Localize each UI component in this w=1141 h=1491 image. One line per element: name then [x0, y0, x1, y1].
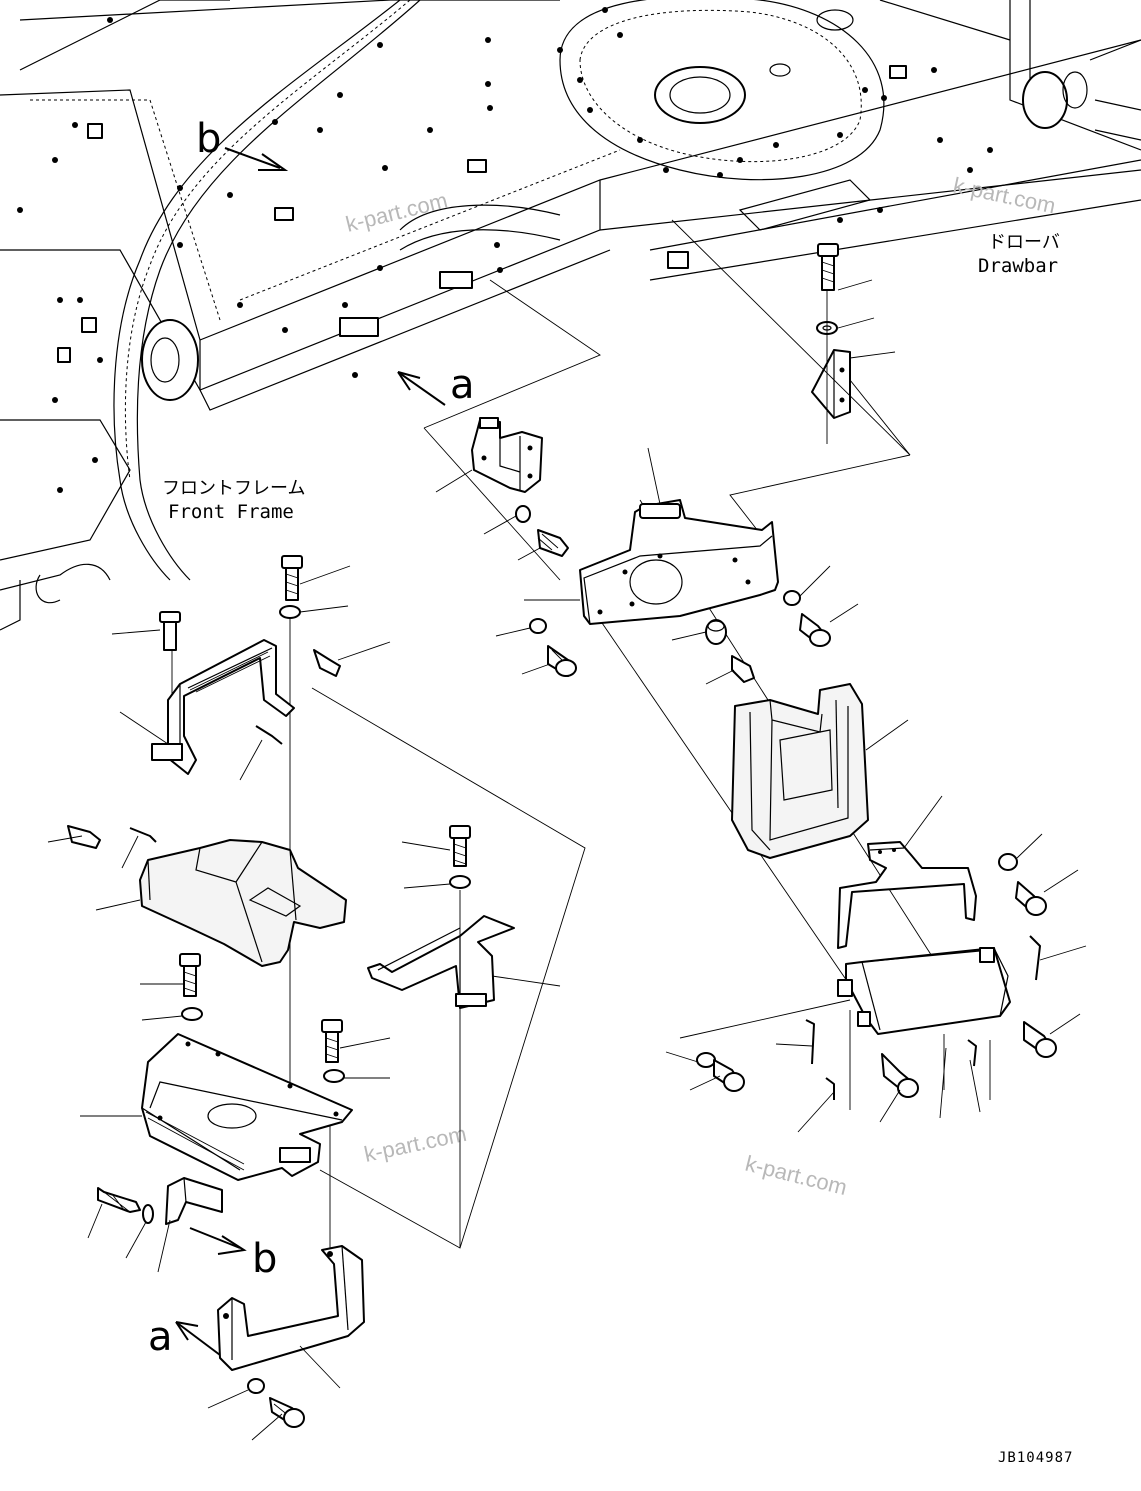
watermarks: k-part.com k-part.com k-part.com k-part.… — [343, 172, 1058, 1200]
counterweight-right — [731, 683, 909, 859]
tow-plate — [579, 447, 779, 625]
center-hanger-bracket — [367, 825, 561, 1009]
right-tray — [837, 947, 1011, 1090]
drawing-code: JB104987 — [998, 1450, 1073, 1466]
watermark-2: k-part.com — [951, 172, 1058, 218]
right-tray-fasteners — [665, 833, 1087, 1133]
callout-letter-b-top: b — [196, 116, 221, 162]
callout-b-bottom: b — [189, 1227, 277, 1282]
front-frame-label: フロントフレーム Front Frame — [162, 478, 305, 523]
watermark-1: k-part.com — [343, 187, 450, 236]
drawbar-bracket-plate — [811, 290, 896, 444]
tow-plate-fasteners — [495, 565, 859, 685]
callout-letter-a-top: a — [450, 362, 475, 408]
small-angle-bracket — [87, 1177, 223, 1273]
upper-mount-bracket — [435, 417, 543, 493]
lower-u-plate — [207, 1245, 365, 1441]
callout-letter-a-bottom: a — [148, 1314, 173, 1360]
upper-bolt-washer — [483, 505, 569, 561]
base-plate — [80, 1033, 353, 1181]
drawbar-jp-label: ドローバ — [988, 232, 1060, 253]
left-hanger-bracket — [119, 639, 295, 775]
frame-bolt-holes — [17, 7, 993, 493]
callout-a-top: a — [397, 362, 475, 408]
front-frame-structure — [0, 0, 1141, 631]
front-frame-jp-label: フロントフレーム — [162, 478, 305, 499]
base-plate-fasteners — [140, 953, 391, 1083]
drawbar-bolt-top — [816, 243, 875, 335]
drawbar-label: ドローバ Drawbar — [978, 232, 1060, 277]
counterweight-left — [95, 839, 347, 967]
drawbar-en-label: Drawbar — [978, 255, 1058, 277]
left-bracket-fasteners — [47, 555, 391, 869]
callout-letter-b-bottom: b — [252, 1236, 277, 1282]
front-frame-en-label: Front Frame — [168, 501, 294, 523]
callout-b-top: b — [196, 116, 289, 171]
callout-a-bottom: a — [148, 1314, 221, 1360]
right-upper-bracket — [837, 795, 977, 949]
watermark-3: k-part.com — [362, 1121, 469, 1167]
watermark-4: k-part.com — [743, 1151, 850, 1200]
